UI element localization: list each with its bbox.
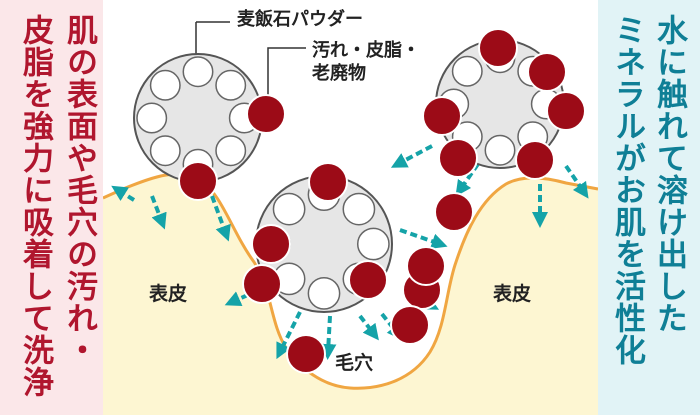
- powder-pore-hole: [182, 56, 214, 88]
- powder-label: 麦飯石パウダー: [237, 9, 363, 30]
- left-caption-line-2: 皮脂を強力に吸着して洗浄: [17, 14, 53, 398]
- right-caption-panel: 水に触れて溶け出した ミネラルがお肌を活性化: [598, 0, 700, 415]
- powder-pore-hole: [451, 55, 483, 87]
- powder-pore-hole: [215, 135, 247, 167]
- dirt-particle: [246, 94, 286, 134]
- dispersion-arrow: [564, 164, 589, 199]
- dirt-label-line-1: 汚れ・皮脂・: [312, 40, 420, 61]
- dirt-label-line-2: 老廃物: [312, 63, 366, 84]
- dirt-leader-line: [267, 47, 306, 110]
- dispersion-arrow: [276, 311, 302, 360]
- dirt-particle: [390, 305, 430, 345]
- powder-pore-hole: [484, 134, 516, 166]
- dispersion-arrow: [150, 195, 167, 230]
- dirt-particle: [178, 161, 218, 201]
- dirt-particle: [515, 140, 555, 180]
- dirt-particle: [422, 96, 462, 136]
- skin-left-label: 表皮: [149, 283, 188, 305]
- dirt-particle: [251, 224, 291, 264]
- powder-pore-hole: [356, 227, 390, 261]
- dirt-particle: [478, 28, 518, 68]
- powder-pore-hole: [215, 69, 247, 101]
- dirt-particle: [242, 264, 282, 304]
- dirt-particle: [527, 52, 567, 92]
- powder-pore-hole: [342, 192, 376, 226]
- left-caption-line-1: 肌の表面や毛穴の汚れ・: [61, 14, 97, 366]
- dirt-particle: [308, 162, 348, 202]
- dispersion-arrow: [111, 185, 136, 202]
- dispersion-arrow: [210, 195, 231, 242]
- powder-pore-hole: [272, 192, 306, 226]
- pore-label: 毛穴: [335, 352, 374, 374]
- dirt-particle: [348, 260, 388, 300]
- skin-right-label: 表皮: [493, 283, 532, 305]
- dirt-particle: [406, 246, 446, 286]
- dirt-particle: [546, 91, 586, 131]
- dispersion-arrow: [320, 315, 337, 360]
- powder-pore-hole: [136, 102, 168, 134]
- right-caption-line-1: 水に触れて溶け出した: [651, 14, 687, 334]
- right-caption-line-2: ミネラルがお肌を活性化: [609, 14, 645, 366]
- powder-pore-hole: [307, 276, 341, 310]
- dispersion-arrow: [380, 312, 403, 341]
- powder-pore-hole: [149, 135, 181, 167]
- dirt-particle: [434, 192, 474, 232]
- powder-pore-hole: [149, 69, 181, 101]
- dispersion-arrow: [399, 228, 448, 249]
- dirt-particle: [438, 138, 478, 178]
- left-caption-panel: 肌の表面や毛穴の汚れ・ 皮脂を強力に吸着して洗浄: [0, 0, 103, 415]
- dirt-particle: [286, 334, 326, 374]
- dispersion-arrow: [358, 314, 379, 341]
- dispersion-arrow: [390, 144, 433, 168]
